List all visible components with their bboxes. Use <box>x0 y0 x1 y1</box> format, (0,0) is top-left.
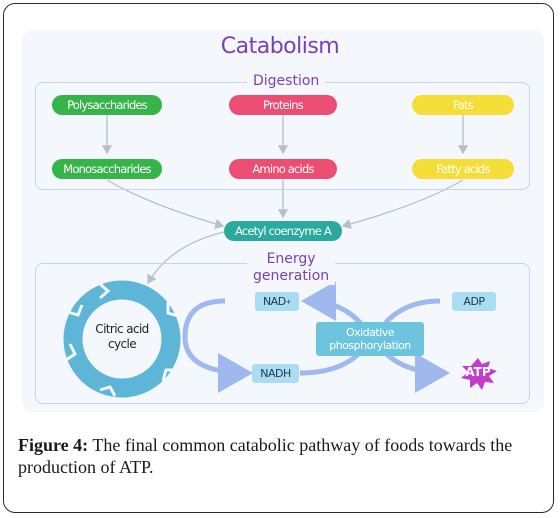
adp-node: ADP <box>452 292 496 311</box>
monosaccharides-node: Monosaccharides <box>52 159 162 179</box>
nadh-node: NADH <box>252 364 299 383</box>
atp-label: ATP <box>465 365 491 379</box>
citric-acid-cycle-ring <box>63 280 181 398</box>
fats-node: Fats <box>412 95 514 115</box>
oxidative-phosphorylation-node: Oxidative phosphorylation <box>316 322 424 356</box>
nad-superscript: + <box>285 297 292 306</box>
caption-text: The final common catabolic pathway of fo… <box>18 435 513 477</box>
amino-acids-node: Amino acids <box>229 159 337 179</box>
fatty-acids-node: Fatty acids <box>412 159 514 179</box>
oxphos-line1: Oxidative <box>345 326 395 339</box>
energy-label-line2: generation <box>253 268 330 284</box>
cycle-label-line2: cycle <box>107 337 137 351</box>
cycle-label-line1: Citric acid <box>95 322 149 336</box>
nad-node: NAD+ <box>255 292 299 311</box>
citric-acid-cycle-label: Citric acid cycle <box>72 322 172 352</box>
energy-label-line1: Energy <box>266 251 316 267</box>
diagram-title: Catabolism <box>220 34 340 59</box>
figure-number: Figure 4: <box>18 435 89 455</box>
polysaccharides-node: Polysaccharides <box>52 95 162 115</box>
energy-generation-label: Energy generation <box>247 251 336 285</box>
arrow-fatty-to-acetyl <box>341 179 464 229</box>
nad-text: NAD <box>262 295 286 308</box>
arrow-nadh-loop <box>182 298 253 393</box>
arrow-acetyl-to-cycle <box>147 231 225 285</box>
oxphos-line2: phosphorylation <box>329 339 411 352</box>
atp-star-shape <box>461 358 497 390</box>
acetyl-coenzyme-a-node: Acetyl coenzyme A <box>224 221 342 241</box>
proteins-node: Proteins <box>229 95 337 115</box>
digestion-label: Digestion <box>247 73 326 89</box>
figure-caption: Figure 4: The final common catabolic pat… <box>18 434 548 478</box>
arrow-mono-to-acetyl <box>106 179 225 229</box>
